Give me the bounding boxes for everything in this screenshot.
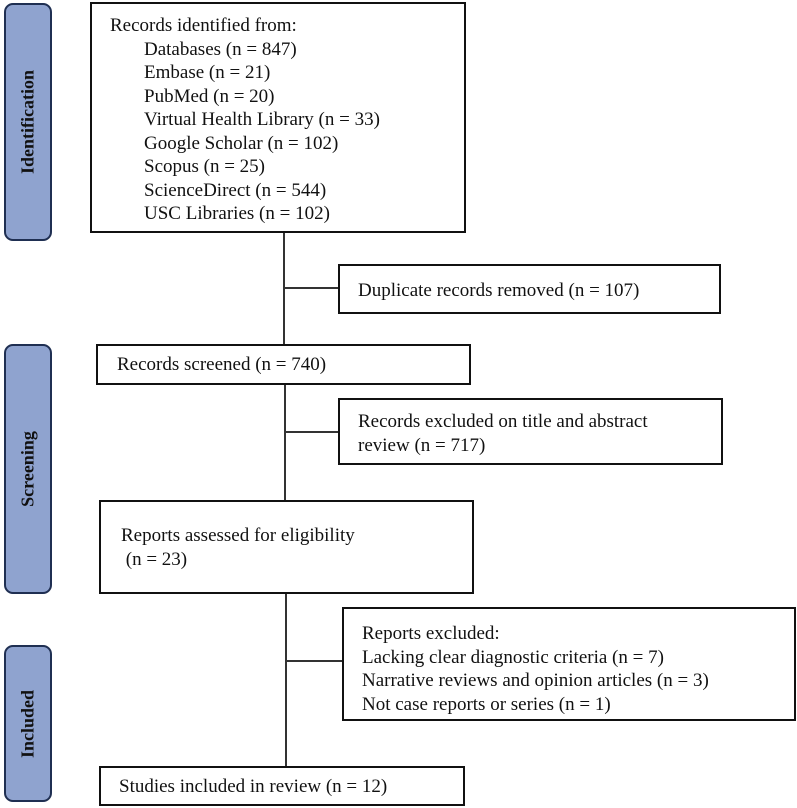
connector-branch-reports-excluded — [285, 660, 342, 662]
title-abstract-excluded-line2: review (n = 717) — [358, 434, 486, 456]
source-item: USC Libraries (n = 102) — [144, 203, 330, 224]
reports-excluded-box: Reports excluded: Lacking clear diagnost… — [342, 607, 796, 721]
stage-included-label: Included — [17, 689, 38, 758]
exclusion-reason: Not case reports or series (n = 1) — [362, 693, 611, 715]
source-list: Databases (n = 847) Embase (n = 21) PubM… — [110, 38, 464, 226]
source-item: Scopus (n = 25) — [144, 156, 266, 177]
stage-identification-label: Identification — [17, 69, 38, 175]
stage-screening: Screening — [4, 344, 52, 594]
duplicates-removed-box: Duplicate records removed (n = 107) — [338, 264, 721, 314]
source-item: Embase (n = 21) — [144, 62, 271, 83]
studies-included-box: Studies included in review (n = 12) — [99, 766, 465, 806]
exclusion-reason-list: Lacking clear diagnostic criteria (n = 7… — [362, 646, 794, 717]
eligibility-box: Reports assessed for eligibility (n = 23… — [99, 500, 474, 594]
connector-branch-title-excluded — [284, 431, 339, 433]
eligibility-line1: Reports assessed for eligibility — [121, 525, 355, 546]
exclusion-reason: Lacking clear diagnostic criteria (n = 7… — [362, 646, 664, 668]
source-item: Databases (n = 847) — [144, 38, 297, 60]
eligibility-line2: (n = 23) — [121, 548, 188, 570]
stage-included: Included — [4, 645, 52, 802]
stage-identification: Identification — [4, 3, 52, 241]
source-item: PubMed (n = 20) — [144, 85, 275, 107]
title-abstract-excluded-box: Records excluded on title and abstract r… — [338, 398, 723, 465]
connector-branch-duplicates — [283, 287, 338, 289]
studies-included-text: Studies included in review (n = 12) — [119, 776, 388, 797]
source-item: Virtual Health Library (n = 33) — [144, 109, 380, 130]
title-abstract-excluded-line1: Records excluded on title and abstract — [358, 411, 648, 432]
exclusion-reason: Narrative reviews and opinion articles (… — [362, 670, 709, 691]
source-item: Google Scholar (n = 102) — [144, 132, 339, 154]
records-screened-box: Records screened (n = 740) — [96, 344, 471, 385]
reports-excluded-heading: Reports excluded: — [362, 623, 500, 644]
source-item: ScienceDirect (n = 544) — [144, 179, 327, 201]
records-identified-box: Records identified from: Databases (n = … — [90, 2, 466, 233]
connector-main-2 — [284, 384, 286, 500]
stage-screening-label: Screening — [17, 431, 38, 507]
records-screened-text: Records screened (n = 740) — [117, 354, 327, 375]
connector-main-3 — [285, 593, 287, 767]
duplicates-removed-text: Duplicate records removed (n = 107) — [358, 280, 640, 301]
records-identified-heading: Records identified from: — [110, 15, 297, 36]
